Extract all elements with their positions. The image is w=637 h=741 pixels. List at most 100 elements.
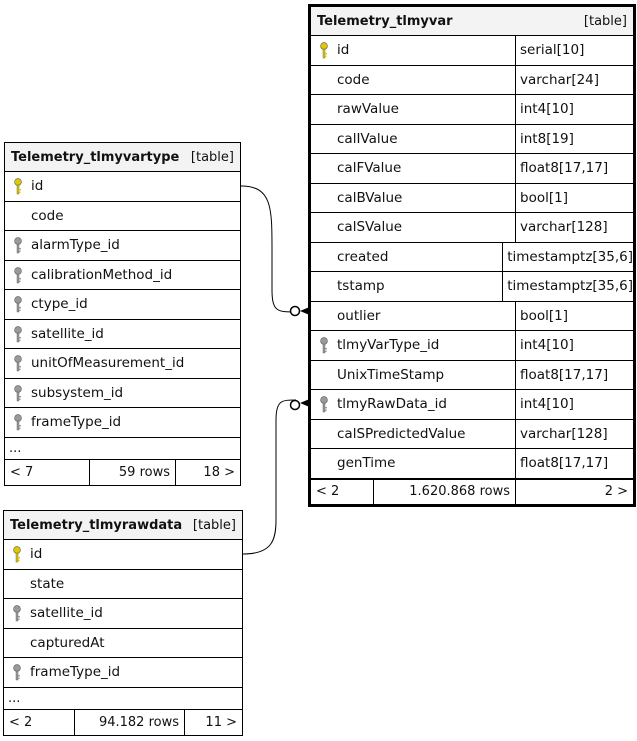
column-type: float8[17,17]	[515, 154, 633, 183]
column-name: satellite_id	[4, 599, 242, 628]
column-type: serial[10]	[515, 36, 633, 65]
table-footer: < 2 94.182 rows 11 >	[4, 709, 242, 735]
column-row[interactable]: calibrationMethod_id	[5, 261, 240, 290]
column-name: UnixTimeStamp	[311, 361, 515, 390]
prev-page-button[interactable]: < 7	[10, 464, 34, 480]
link-rawdata-to-var	[242, 399, 297, 555]
column-row[interactable]: frameType_id	[4, 658, 242, 688]
column-name: calFValue	[311, 154, 515, 183]
column-row[interactable]: calFValue float8[17,17]	[311, 154, 633, 184]
column-name-text: calSValue	[337, 219, 403, 236]
column-type: timestamptz[35,6]	[502, 272, 633, 301]
table-name: Telemetry_tlmyvar	[317, 13, 453, 29]
column-row[interactable]: satellite_id	[4, 599, 242, 629]
row-count: 59 rows	[89, 459, 175, 485]
table-name: Telemetry_tlmyrawdata	[10, 517, 183, 533]
column-row[interactable]: satellite_id	[5, 320, 240, 349]
column-name: alarmType_id	[5, 231, 240, 260]
prev-page-button[interactable]: < 2	[9, 714, 33, 730]
primary-key-icon	[14, 178, 22, 195]
column-name: subsystem_id	[5, 379, 240, 408]
column-name: tlmyRawData_id	[311, 390, 515, 419]
column-row[interactable]: ctype_id	[5, 290, 240, 320]
foreign-key-icon	[14, 296, 22, 313]
table-header: Telemetry_tlmyvar [table]	[311, 7, 633, 36]
column-name: frameType_id	[4, 658, 242, 687]
column-row[interactable]: frameType_id	[5, 408, 240, 438]
table-tlmyvar[interactable]: Telemetry_tlmyvar [table] id serial[10]co…	[308, 4, 636, 507]
column-type: int4[10]	[515, 331, 633, 360]
column-name: id	[5, 172, 240, 201]
next-page-button[interactable]: 2 >	[515, 479, 633, 504]
column-name-text: code	[31, 207, 64, 224]
column-row[interactable]: created timestamptz[35,6]	[311, 242, 633, 272]
row-count: 94.182 rows	[74, 709, 184, 735]
column-row[interactable]: id	[4, 540, 242, 570]
column-name-text: calFValue	[337, 160, 402, 177]
column-name: state	[4, 570, 242, 599]
column-type: varchar[128]	[515, 213, 633, 242]
column-name-text: tlmyRawData_id	[337, 396, 447, 413]
table-tlmyvartype[interactable]: Telemetry_tlmyvartype [table] id code alar…	[4, 142, 241, 486]
column-name: calSValue	[311, 213, 515, 242]
prev-page-button[interactable]: < 2	[316, 484, 340, 499]
column-type: float8[17,17]	[515, 360, 633, 389]
column-name-text: created	[337, 248, 389, 265]
column-name: code	[311, 66, 515, 95]
column-name-text: id	[30, 546, 43, 563]
primary-key-icon	[13, 546, 21, 563]
column-name: genTime	[311, 449, 515, 478]
column-row[interactable]: calSValue varchar[128]	[311, 213, 633, 243]
column-name-text: UnixTimeStamp	[337, 366, 445, 383]
column-type: bool[1]	[515, 183, 633, 212]
column-row[interactable]: unitOfMeasurement_id	[5, 349, 240, 379]
column-row[interactable]: id serial[10]	[311, 36, 633, 66]
column-name-text: outlier	[337, 307, 381, 324]
next-page-button[interactable]: 11 >	[184, 709, 242, 735]
foreign-key-icon	[13, 664, 21, 681]
column-name: code	[5, 202, 240, 231]
table-name: Telemetry_tlmyvartype	[11, 149, 180, 165]
column-name: satellite_id	[5, 320, 240, 349]
column-row[interactable]: alarmType_id	[5, 231, 240, 261]
column-name-text: capturedAt	[30, 634, 105, 651]
column-row[interactable]: capturedAt	[4, 629, 242, 658]
column-name: tstamp	[311, 272, 502, 301]
column-name-text: satellite_id	[31, 325, 104, 342]
column-name: created	[311, 243, 502, 272]
table-footer: < 7 59 rows 18 >	[5, 459, 240, 485]
column-name-text: unitOfMeasurement_id	[31, 355, 185, 372]
column-row[interactable]: code	[5, 202, 240, 231]
link-end-circle-rawdata	[289, 399, 301, 411]
column-row[interactable]: UnixTimeStamp float8[17,17]	[311, 360, 633, 390]
link-end-circle-vartype	[289, 305, 301, 317]
more-columns-ellipsis: ...	[4, 688, 242, 710]
table-kind: [table]	[190, 149, 234, 165]
next-page-button[interactable]: 18 >	[175, 459, 240, 485]
column-type: varchar[24]	[515, 65, 633, 94]
column-row[interactable]: subsystem_id	[5, 379, 240, 408]
table-header: Telemetry_tlmyrawdata [table]	[4, 511, 242, 540]
column-name: rawValue	[311, 95, 515, 124]
column-row[interactable]: id	[5, 172, 240, 202]
table-header: Telemetry_tlmyvartype [table]	[5, 143, 240, 172]
foreign-key-icon	[14, 325, 22, 342]
column-name-text: alarmType_id	[31, 237, 120, 254]
column-name-text: frameType_id	[30, 664, 121, 681]
column-name: outlier	[311, 302, 515, 331]
column-row[interactable]: state	[4, 570, 242, 599]
column-type: timestamptz[35,6]	[502, 242, 633, 271]
column-name-text: id	[337, 42, 350, 59]
